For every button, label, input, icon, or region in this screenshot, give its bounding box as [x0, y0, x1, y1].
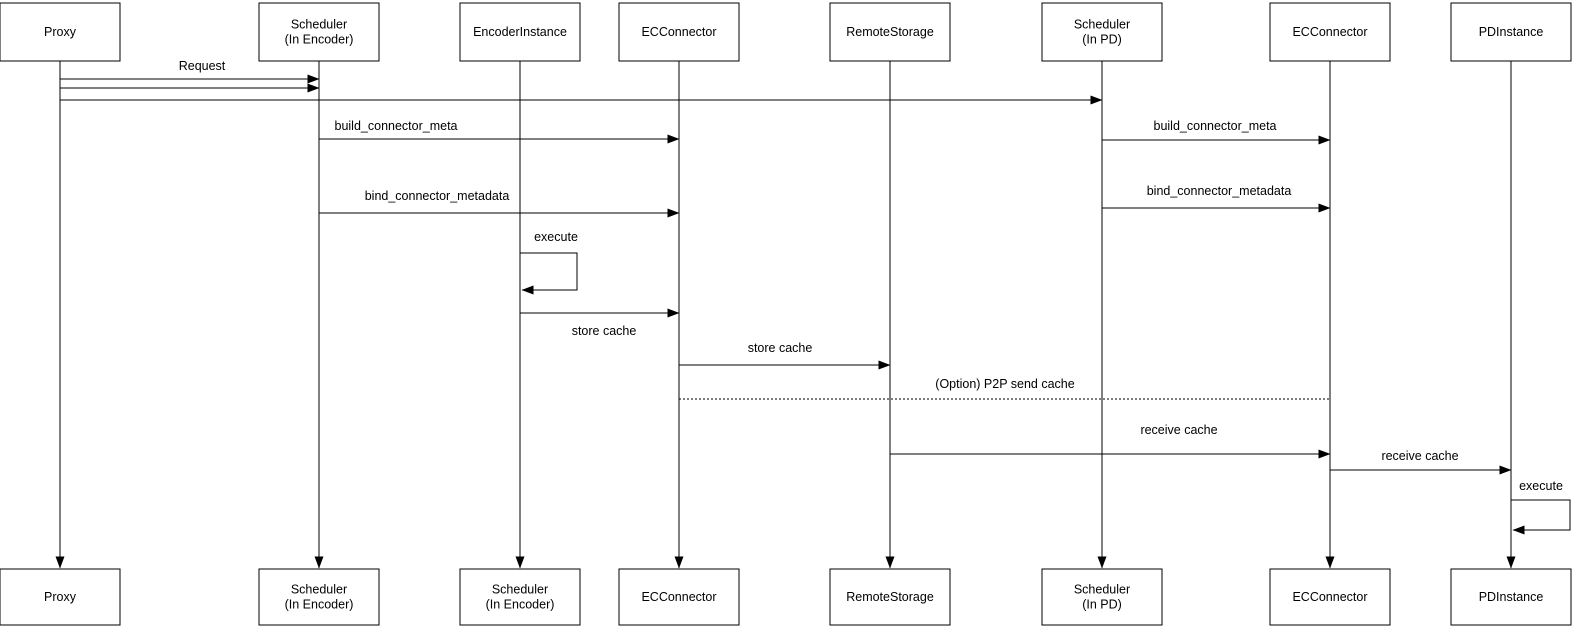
bottom-box-remote-storage	[829, 568, 951, 626]
bottom-box-label-scheduler-encoder: (In Encoder)	[285, 598, 354, 612]
top-box-scheduler-encoder	[258, 2, 380, 62]
top-box-label-ec-connector-2: ECConnector	[1292, 25, 1367, 39]
bottom-box-label-scheduler-pd: (In PD)	[1082, 598, 1122, 612]
top-box-ec-connector-1	[618, 2, 740, 62]
bottom-box-label-pd-instance: PDInstance	[1479, 590, 1544, 604]
message-label-0: Request	[179, 59, 226, 73]
top-box-encoder-instance	[459, 2, 581, 62]
top-box-proxy	[0, 2, 121, 62]
message-label-9: (Option) P2P send cache	[935, 377, 1074, 391]
message-label-8: store cache	[748, 341, 813, 355]
top-box-label-scheduler-pd: Scheduler	[1074, 18, 1130, 32]
top-box-scheduler-pd	[1041, 2, 1163, 62]
top-box-pd-instance	[1450, 2, 1572, 62]
bottom-box-encoder-instance	[459, 568, 581, 626]
bottom-box-label-encoder-instance: (In Encoder)	[486, 598, 555, 612]
message-label-6: bind_connector_metadata	[1147, 184, 1292, 198]
message-label-5: bind_connector_metadata	[365, 189, 510, 203]
self-message-label-encoder-instance: execute	[534, 230, 578, 244]
top-box-label-scheduler-encoder: Scheduler	[291, 18, 347, 32]
self-message-arrow-encoder-instance	[520, 252, 578, 295]
message-label-10: receive cache	[1140, 423, 1217, 437]
message-label-3: build_connector_meta	[335, 119, 458, 133]
self-message-arrow-pd-instance	[1511, 499, 1571, 535]
top-box-label-encoder-instance: EncoderInstance	[473, 25, 567, 39]
bottom-box-label-remote-storage: RemoteStorage	[846, 590, 934, 604]
bottom-box-scheduler-pd	[1041, 568, 1163, 626]
top-box-ec-connector-2	[1269, 2, 1391, 62]
message-label-7: store cache	[572, 324, 637, 338]
bottom-box-label-ec-connector-1: ECConnector	[641, 590, 716, 604]
bottom-box-proxy	[0, 568, 121, 626]
top-box-label-scheduler-encoder: (In Encoder)	[285, 33, 354, 47]
top-box-label-proxy: Proxy	[44, 25, 77, 39]
top-box-label-ec-connector-1: ECConnector	[641, 25, 716, 39]
bottom-box-label-encoder-instance: Scheduler	[492, 583, 548, 597]
bottom-box-label-proxy: Proxy	[44, 590, 77, 604]
self-message-label-pd-instance: execute	[1519, 479, 1563, 493]
bottom-box-ec-connector-1	[618, 568, 740, 626]
bottom-box-pd-instance	[1450, 568, 1572, 626]
bottom-box-label-scheduler-pd: Scheduler	[1074, 583, 1130, 597]
bottom-box-label-scheduler-encoder: Scheduler	[291, 583, 347, 597]
message-label-11: receive cache	[1381, 449, 1458, 463]
bottom-box-label-ec-connector-2: ECConnector	[1292, 590, 1367, 604]
top-box-remote-storage	[829, 2, 951, 62]
top-box-label-scheduler-pd: (In PD)	[1082, 33, 1122, 47]
bottom-box-ec-connector-2	[1269, 568, 1391, 626]
bottom-box-scheduler-encoder	[258, 568, 380, 626]
top-box-label-remote-storage: RemoteStorage	[846, 25, 934, 39]
top-box-label-pd-instance: PDInstance	[1479, 25, 1544, 39]
message-label-4: build_connector_meta	[1154, 119, 1277, 133]
